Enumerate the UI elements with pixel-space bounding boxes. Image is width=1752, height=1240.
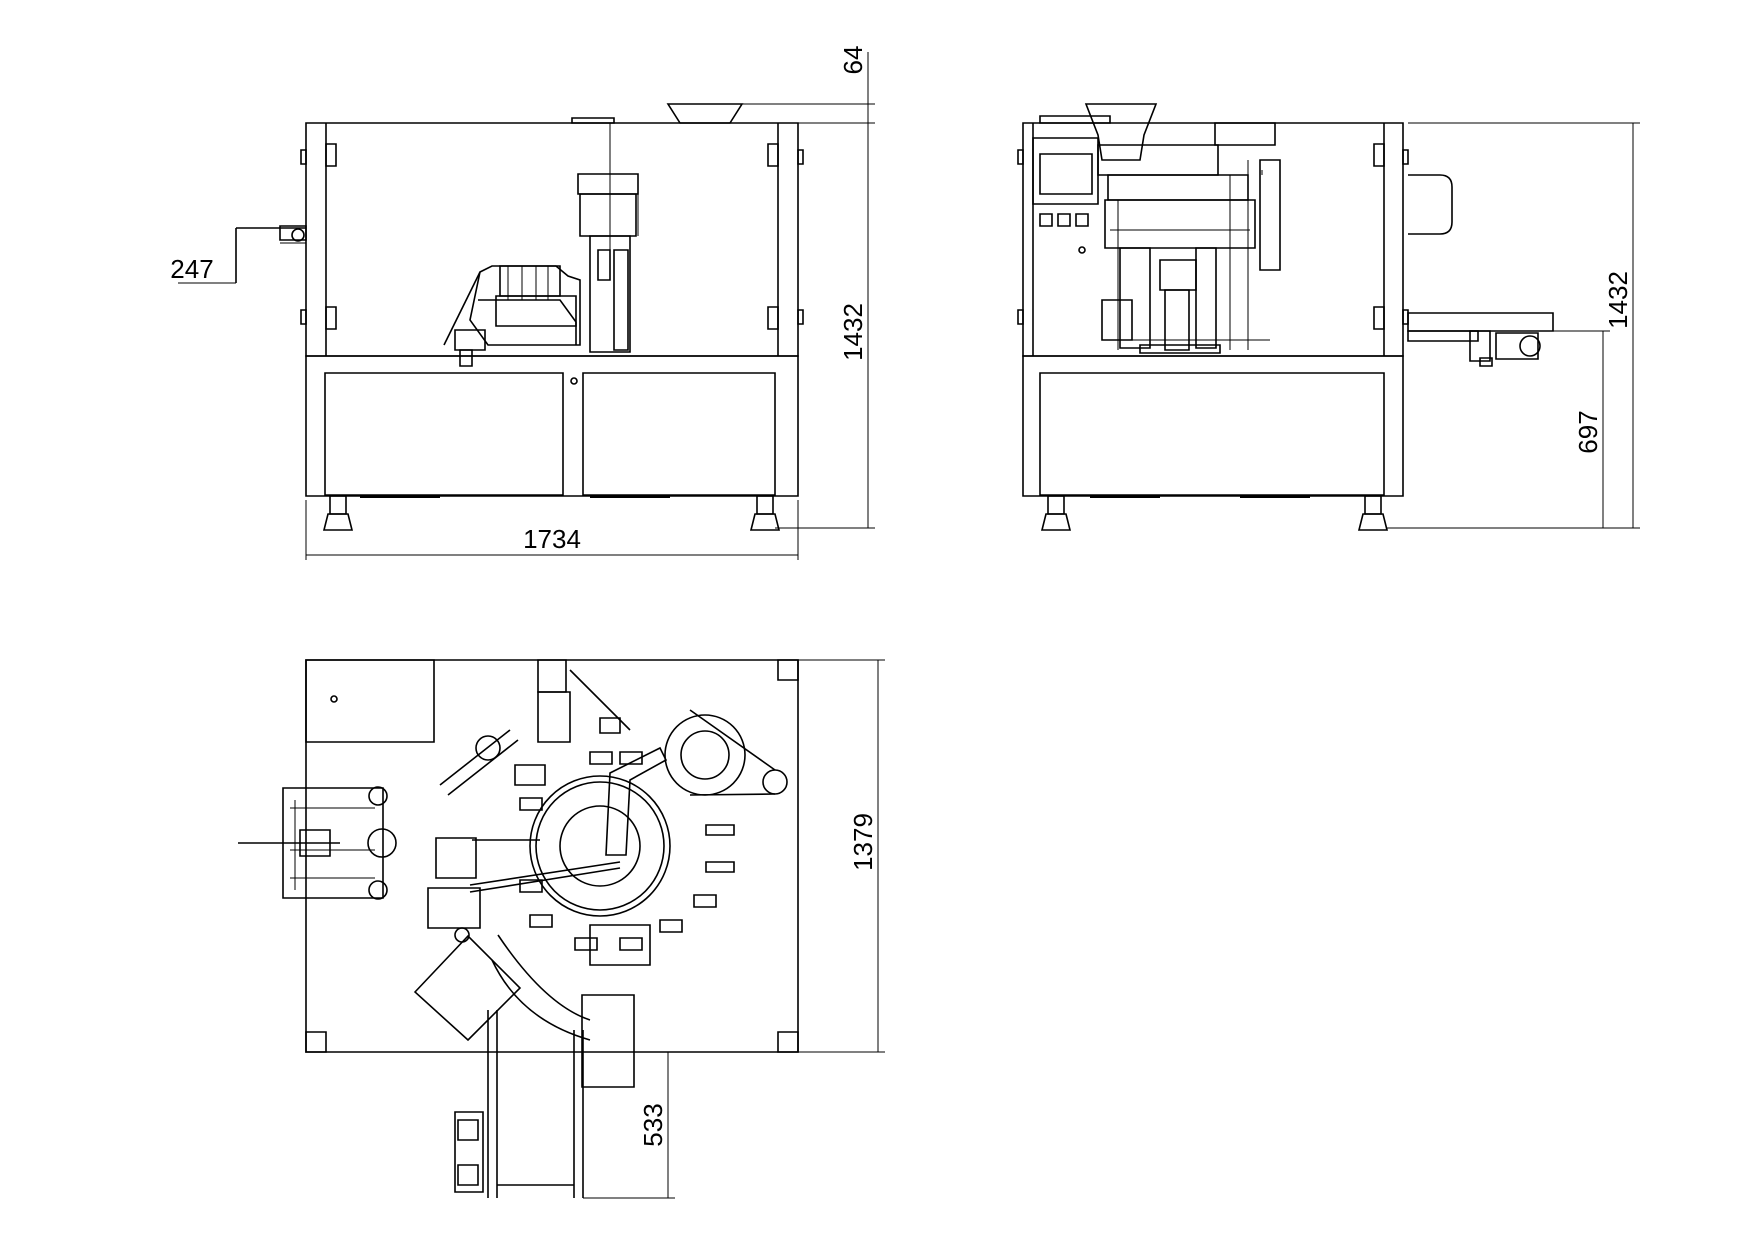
side-view: 1432 697 [1018,104,1640,530]
top-dimension-lines [583,660,885,1198]
front-dimension-lines [178,52,875,560]
top-conveyor-dimension: 533 [638,1103,668,1146]
top-outline [306,660,798,1052]
front-hopper [668,104,742,123]
side-rear-box [1408,175,1452,234]
side-lower-frame [1023,356,1403,496]
top-left-drive [428,838,540,942]
top-grippers [520,752,734,950]
front-width-dimension: 1734 [523,524,581,554]
front-view: 1734 1432 64 247 [170,46,875,560]
side-hopper [1086,104,1156,160]
front-top-protrusion-dimension: 64 [838,46,868,75]
side-control-panel [1033,138,1098,253]
front-lower-frame [306,356,798,496]
top-rotary-turret [470,748,670,916]
top-bottom-conveyor [455,925,650,1198]
front-left-protrusion-dimension: 247 [170,254,213,284]
front-feet [324,495,779,530]
top-filler-column [538,660,630,742]
front-machinery [444,174,638,366]
top-control-box [306,660,434,742]
top-view: 1379 533 [238,660,885,1198]
side-upper-cabinet [1023,123,1403,356]
top-left-arm [440,730,545,795]
touchscreen-display [1040,154,1092,194]
side-machinery [1098,123,1280,353]
front-upper-cabinet [306,123,798,356]
top-depth-dimension: 1379 [848,813,878,871]
front-height-dimension: 1432 [838,303,868,361]
front-left-bracket [236,226,306,283]
top-outfeed-chute [415,935,590,1040]
side-conveyor-height-dimension: 697 [1573,410,1603,453]
front-hinges [301,144,803,329]
top-roll-unit [665,710,787,795]
side-dimension-lines [1387,123,1640,528]
top-bag-feeder [238,787,396,899]
side-conveyor [1408,313,1553,366]
side-height-dimension: 1432 [1603,271,1633,329]
